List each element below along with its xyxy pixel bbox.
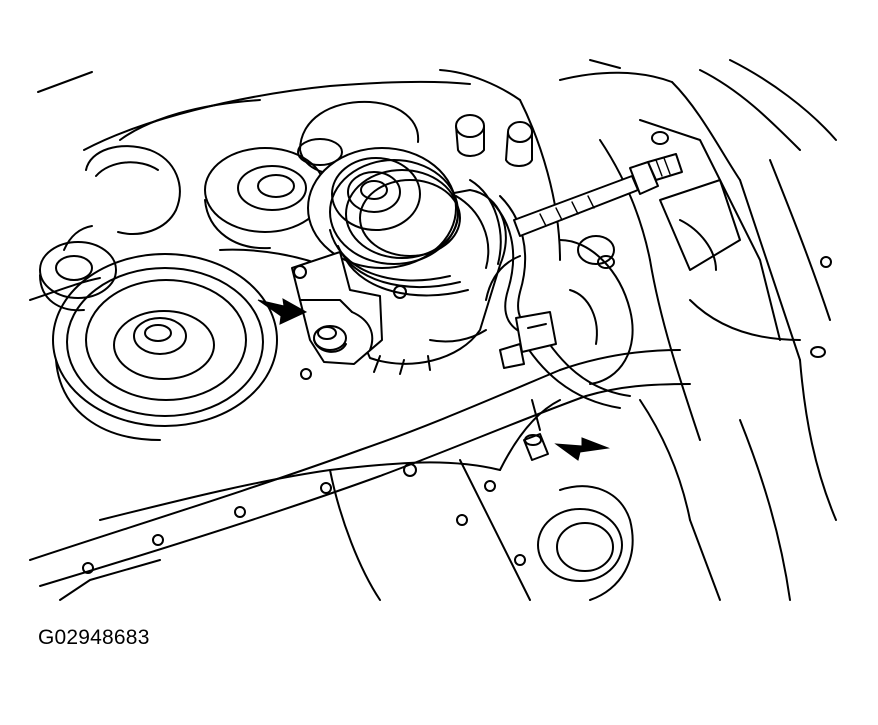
upper-pulley-left: [85, 145, 181, 235]
lower-cover: [59, 399, 791, 601]
upper-pulley-mid: [204, 147, 326, 250]
wiring-harness: [485, 195, 631, 409]
arrow-icon: [554, 437, 610, 461]
top-stud: [455, 114, 533, 167]
callout-arrow-bracket: [257, 298, 308, 325]
right-housing: [559, 131, 826, 385]
ac-compressor: [307, 147, 507, 375]
callout-arrow-lower: [554, 437, 610, 461]
small-pulley-left: [39, 241, 117, 312]
idler-pulley: [52, 225, 278, 441]
figure-caption: G02948683: [38, 626, 150, 649]
lower-bolt: [523, 399, 549, 461]
bracket-bolt: [313, 325, 347, 353]
drive-belt: [29, 248, 691, 587]
arrow-icon: [257, 298, 308, 325]
long-bolt: [513, 153, 683, 237]
bolt-heads: [82, 256, 832, 574]
